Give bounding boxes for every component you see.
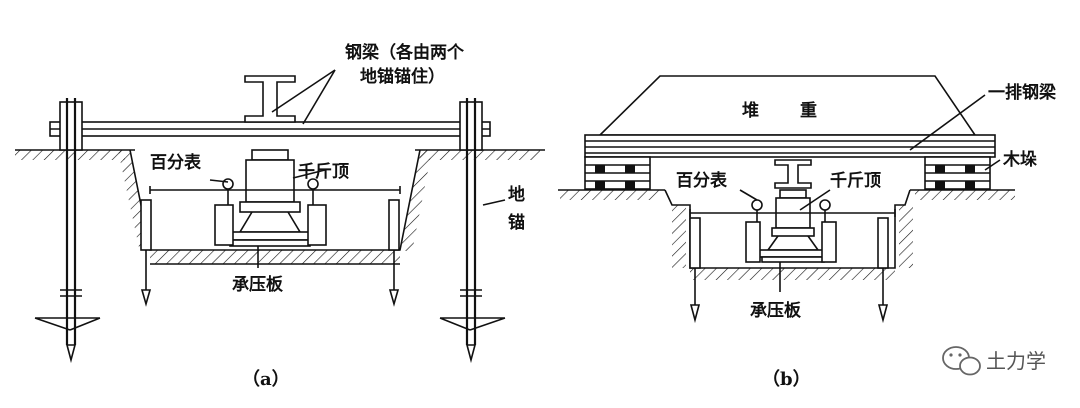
test-pit-b [664, 189, 913, 280]
jack-a [225, 149, 315, 247]
dial-gauge-set-b [689, 199, 896, 263]
leader-lines-a [209, 69, 506, 268]
bearing-plate-label-a: 承压板 [232, 274, 284, 295]
surcharge-label-left: 堆 [742, 100, 759, 121]
beam-row-label: 一排钢梁 [988, 82, 1057, 103]
beam-row-b [584, 134, 996, 158]
bearing-plate-label-b: 承压板 [750, 300, 802, 321]
jack-label-b: 千斤顶 [830, 171, 881, 191]
timber-crib-label: 木垛 [1002, 149, 1037, 170]
diagram-a: 钢梁（各由两个 地锚锚住） 百分表 千斤顶 地 锚 承压板 （a） [15, 42, 545, 390]
steel-beam-label-line1: 钢梁（各由两个 [345, 42, 465, 63]
ground-anchor-right [439, 98, 506, 364]
ground-anchor-left [34, 98, 101, 364]
surcharge-label-right: 重 [800, 100, 817, 121]
dial-gauge-label-a: 百分表 [150, 152, 202, 173]
i-beam-section-a [244, 75, 296, 123]
reference-stakes-b [689, 217, 889, 324]
timber-crib-left [584, 156, 651, 190]
dial-gauge-label-b: 百分表 [676, 170, 728, 191]
steel-beam-a [49, 121, 491, 137]
jack-b [757, 189, 829, 263]
surcharge-load-b [598, 75, 977, 136]
diagram-b: 堆 重 一排钢梁 木垛 百分表 千斤顶 承压板 （b） [558, 75, 1057, 390]
wechat-icon [942, 346, 981, 376]
reference-stakes-a [140, 199, 400, 307]
caption-a: （a） [242, 369, 290, 390]
dial-gauge-set-a [149, 178, 401, 246]
i-beam-section-b [774, 159, 812, 189]
watermark: 土力学 [942, 346, 1046, 376]
watermark-text: 土力学 [986, 349, 1046, 373]
leader-lines-b [739, 94, 1001, 292]
timber-crib-right [924, 156, 991, 190]
ground-anchor-label-line2: 锚 [508, 212, 525, 233]
ground-anchor-label-line1: 地 [508, 184, 525, 205]
caption-b: （b） [762, 369, 811, 390]
ground-surface-b [558, 189, 1015, 200]
steel-beam-label-line2: 地锚锚住） [360, 66, 445, 87]
jack-label-a: 千斤顶 [298, 162, 349, 182]
